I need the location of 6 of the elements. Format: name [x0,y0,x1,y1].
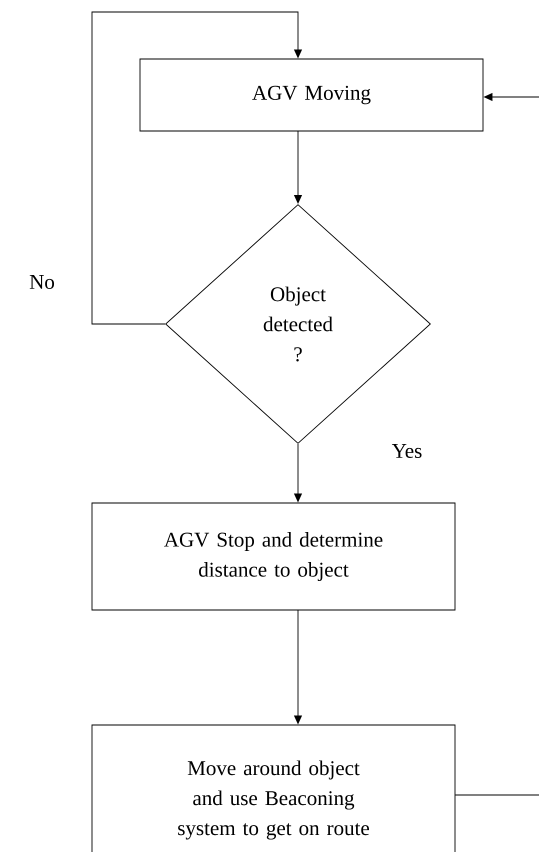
edge-label: No [28,274,56,290]
process-box: AGV Stop and determine distance to object [92,502,456,610]
edge-label: Yes [390,443,424,459]
arrow [92,12,302,324]
process-box: Move around object and use Beaconing system to get on route [92,724,456,852]
process-box: AGV Moving [140,58,484,132]
